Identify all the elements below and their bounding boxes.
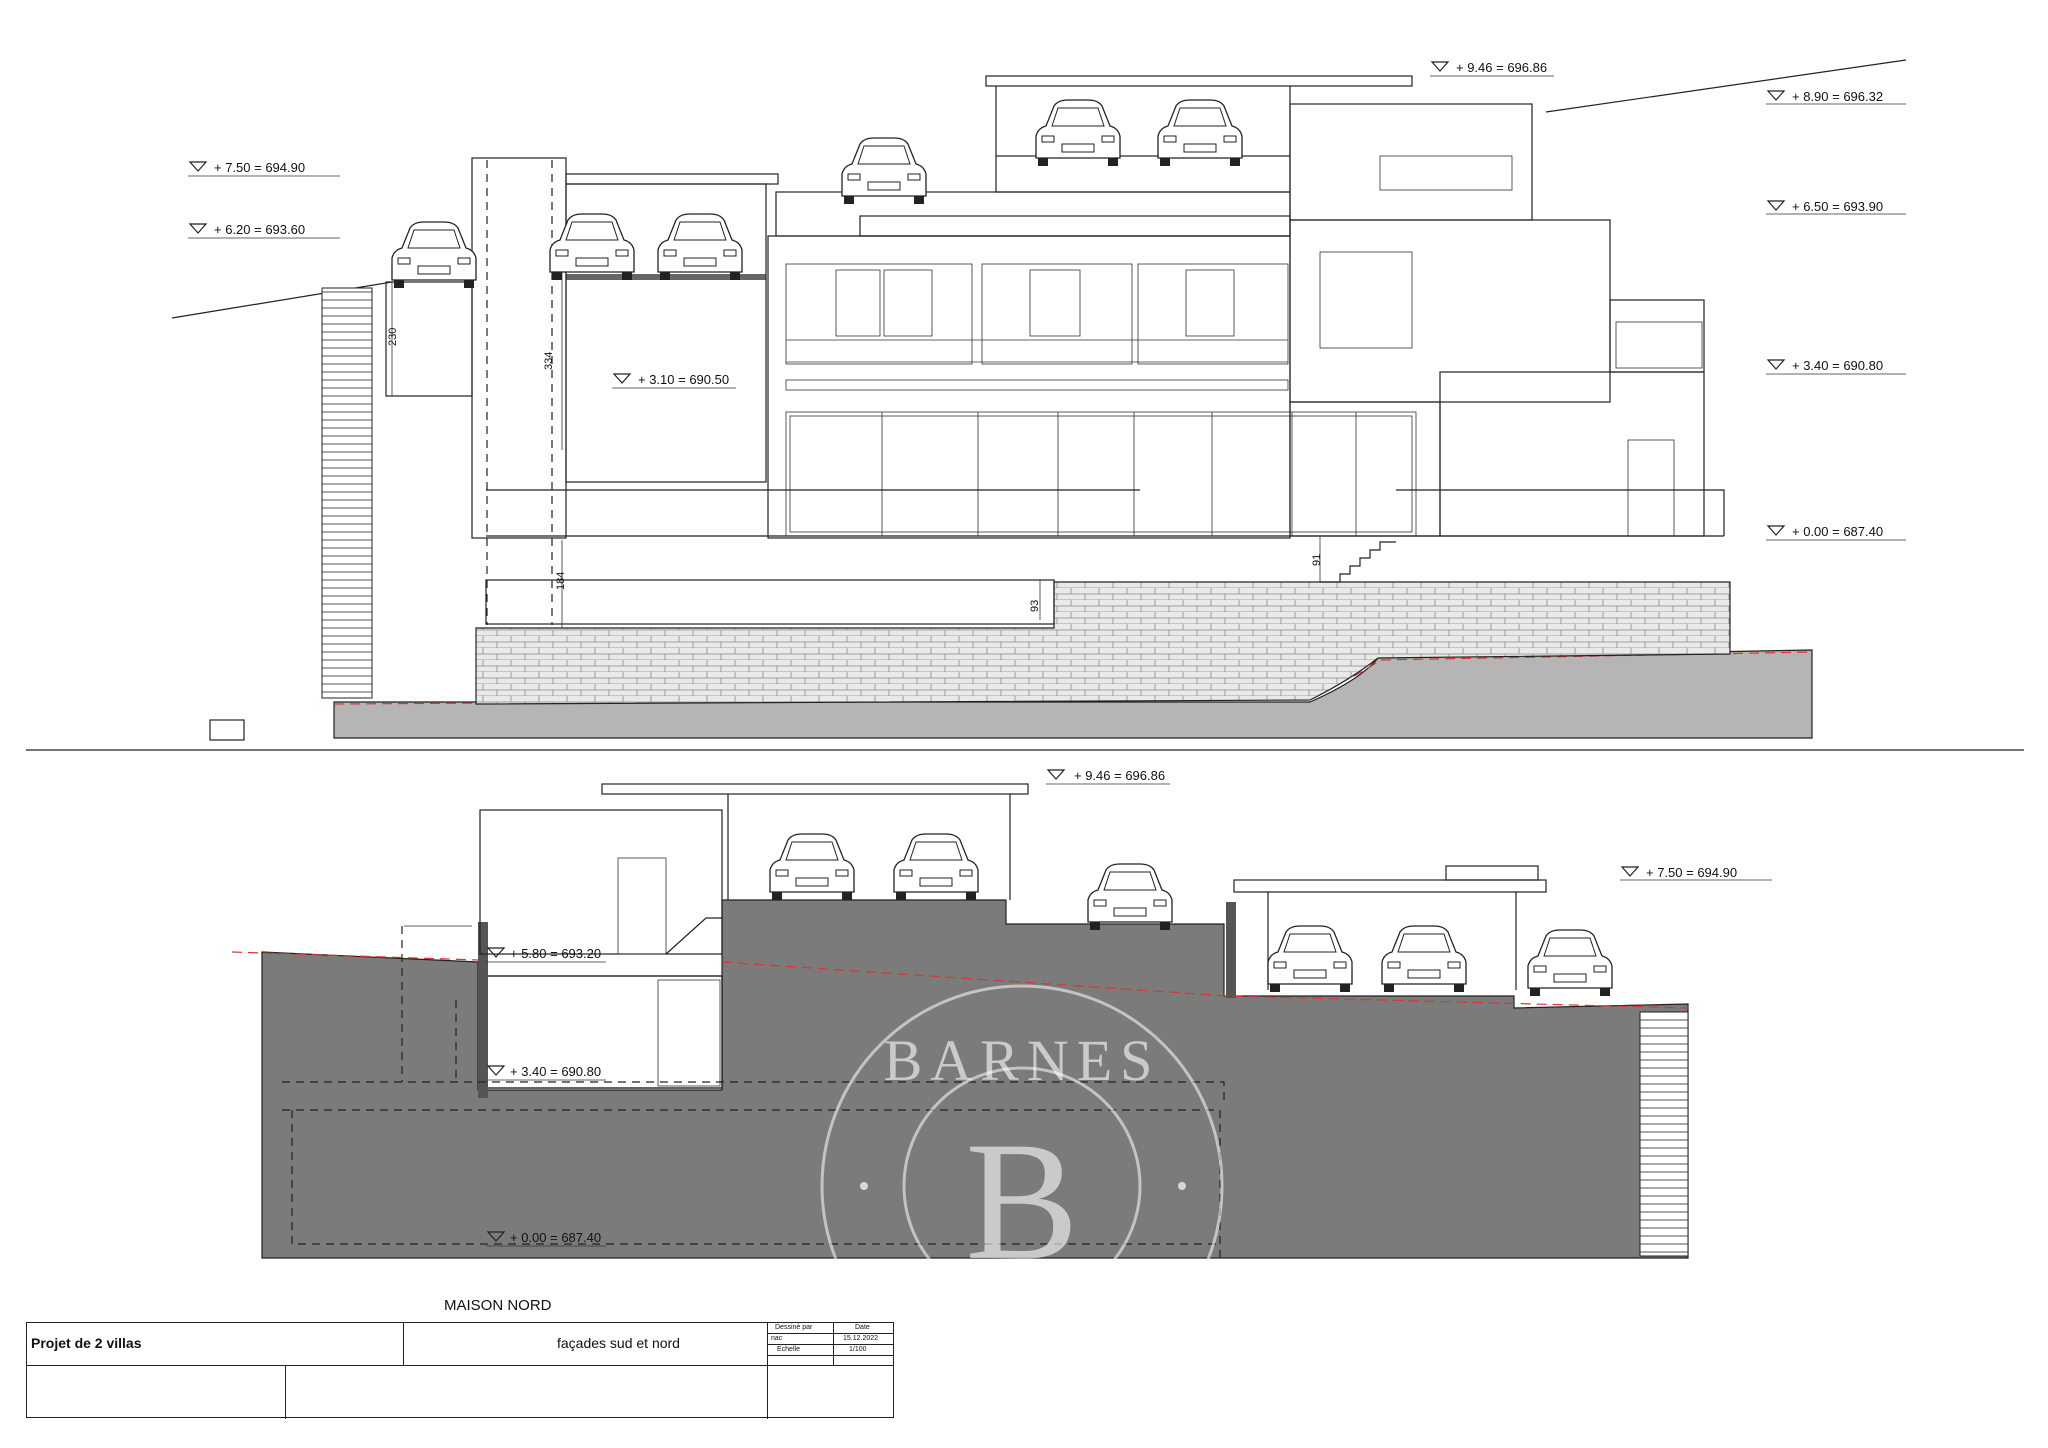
scale-value: 1/100 [849,1346,867,1353]
level-label: + 8.90 = 696.32 [1792,89,1883,104]
title-block-divider [767,1355,893,1356]
dimension-label: 93 [1029,600,1041,612]
drawing-title: façades sud et nord [557,1335,680,1351]
date-value: 15.12.2022 [843,1335,879,1342]
north-facade [231,783,1689,1259]
dimension-label: 230 [387,328,399,346]
level-label: + 3.40 = 690.80 [510,1064,601,1079]
level-label: + 7.50 = 694.90 [214,160,305,175]
level-label: + 0.00 = 687.40 [1792,524,1883,539]
title-block-divider [767,1333,893,1334]
title-block: Projet de 2 villas façades sud et nord D… [26,1322,894,1419]
level-label: + 6.20 = 693.60 [214,222,305,237]
date-label: Date [855,1324,870,1331]
dimension-label: 334 [543,352,555,370]
south-facade [171,59,1907,741]
title-block-divider [767,1323,768,1419]
level-label: + 5.80 = 693.20 [510,946,601,961]
title-block-divider [285,1365,286,1419]
title-block-divider [767,1344,893,1345]
title-block-divider [27,1365,893,1366]
level-label: + 7.50 = 694.90 [1646,865,1737,880]
level-label: + 6.50 = 693.90 [1792,199,1883,214]
drawn-by-label: Dessiné par [775,1324,813,1331]
level-label: + 3.10 = 690.50 [638,372,729,387]
dimension-label: 91 [1311,554,1323,566]
drawn-by-value: nac [771,1335,783,1342]
north-level-labels: + 9.46 = 696.86 + 7.50 = 694.90 + 5.80 =… [486,768,1772,1247]
south-dimension-labels: 230 334 184 93 91 [387,328,1323,612]
south-level-labels: + 9.46 = 696.86 + 8.90 = 696.32 + 7.50 =… [188,60,1906,541]
sheet-title-label: MAISON NORD [444,1297,552,1314]
level-label: + 9.46 = 696.86 [1456,60,1547,75]
level-label: + 9.46 = 696.86 [1074,768,1165,783]
barnes-watermark: BARNES B [820,984,1224,1388]
project-name: Projet de 2 villas [31,1335,142,1351]
dimension-label: 184 [555,572,567,590]
level-label: + 3.40 = 690.80 [1792,358,1883,373]
watermark-brand: BARNES [884,1028,1161,1093]
title-block-divider [403,1323,404,1365]
level-label: + 0.00 = 687.40 [510,1230,601,1245]
scale-label: Echelle [777,1346,800,1353]
watermark-monogram: B [965,1107,1078,1295]
